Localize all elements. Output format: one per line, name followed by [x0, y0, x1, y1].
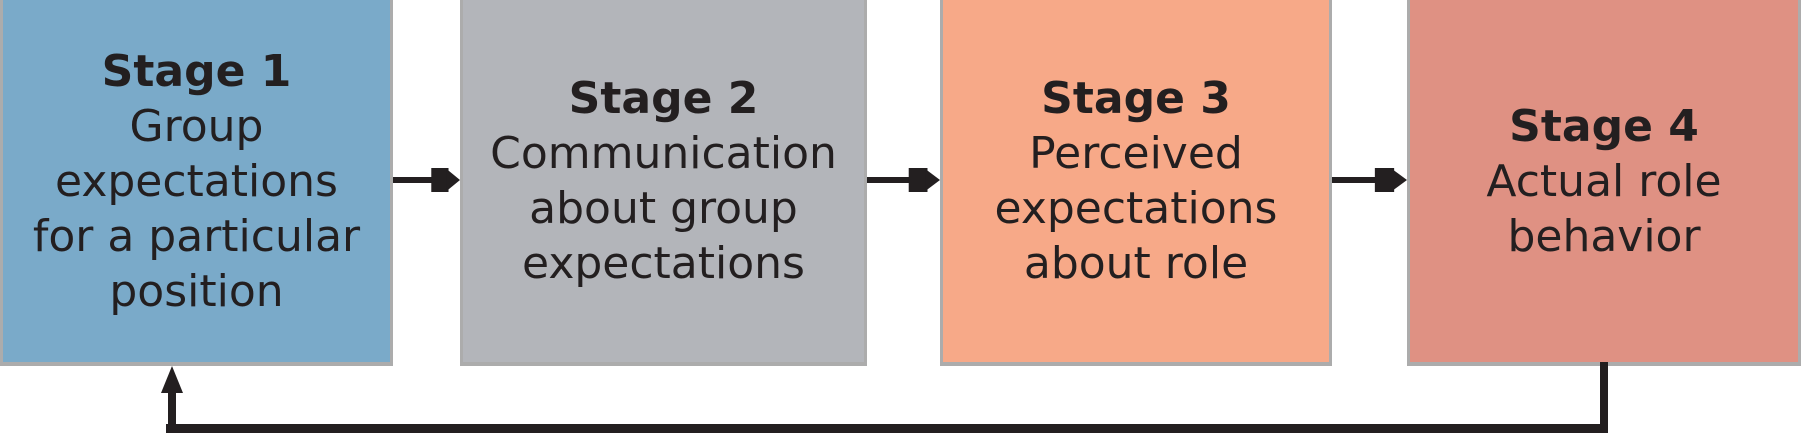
arrow-right-icon: [867, 160, 940, 200]
stage-1-line: expectations: [55, 155, 338, 207]
stage-3-line: expectations: [994, 183, 1278, 234]
stage-3-line: about role: [1023, 238, 1249, 289]
stage-1-line: for a particular: [32, 210, 361, 262]
stage-2-line: expectations: [522, 238, 805, 289]
feedback-line-right: [1600, 362, 1608, 433]
feedback-line-bottom: [166, 424, 1608, 433]
stage-4-line: Actual role: [1486, 155, 1722, 207]
stage-1-box: Stage 1 Group expectations for a particu…: [0, 0, 393, 366]
arrow-up-icon: [161, 366, 183, 393]
stage-1-line: position: [109, 265, 284, 317]
stage-2-title: Stage 2: [568, 73, 759, 124]
stage-1-title: Stage 1: [101, 45, 292, 97]
stage-1-line: Group: [129, 100, 264, 152]
stage-4-line: behavior: [1507, 210, 1701, 262]
stage-3-box: Stage 3 Perceived expectations about rol…: [940, 0, 1332, 366]
stage-3-title: Stage 3: [1041, 73, 1231, 124]
stage-2-box: Stage 2 Communication about group expect…: [460, 0, 867, 366]
stage-2-line: Communication: [490, 128, 837, 179]
stage-3-line: Perceived: [1029, 128, 1243, 179]
stage-2-line: about group: [529, 183, 798, 234]
stage-4-box: Stage 4 Actual role behavior: [1407, 0, 1801, 366]
arrow-right-icon: [393, 160, 460, 200]
stage-4-title: Stage 4: [1509, 100, 1699, 152]
arrow-right-icon: [1332, 160, 1407, 200]
feedback-line-left: [168, 388, 176, 433]
